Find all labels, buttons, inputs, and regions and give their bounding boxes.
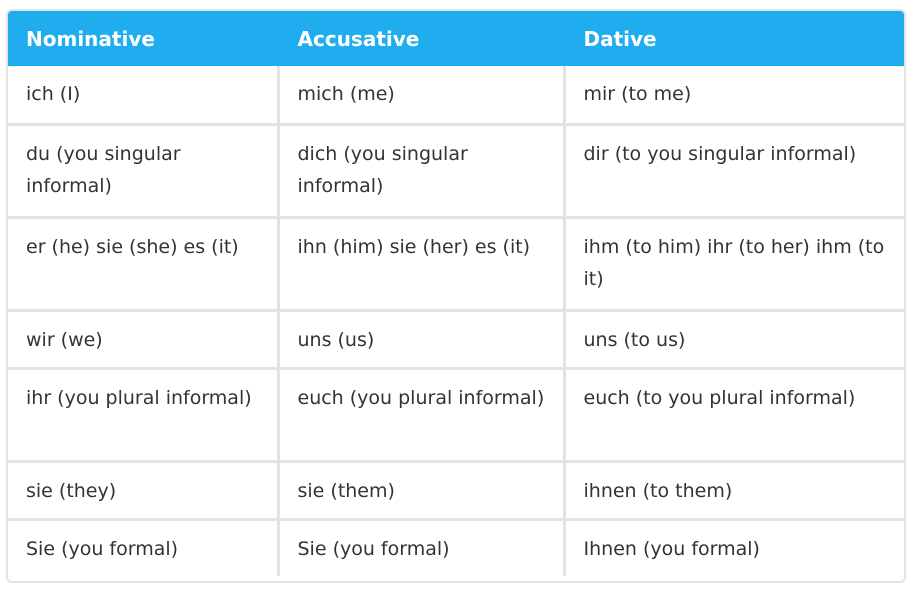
table-row: Sie (you formal) Sie (you formal) Ihnen … — [8, 517, 904, 576]
table-cell: ihn (him) sie (her) es (it) — [276, 215, 564, 310]
table-cell: uns (to us) — [562, 308, 904, 368]
table-cell: ich (I) — [26, 83, 81, 105]
table-row: ich (I) mich (me) mir (to me) — [8, 66, 904, 124]
table-row: du (you singular informal) dich (you sin… — [8, 122, 904, 217]
table-cell: sie (they) — [8, 459, 278, 519]
header-row: Nominative Accusative Dative — [8, 11, 904, 66]
header-nominative: Nominative — [26, 26, 155, 51]
header-dative: Dative — [583, 26, 657, 51]
table-cell: ihnen (to them) — [562, 459, 904, 519]
table-row: wir (we) uns (us) uns (to us) — [8, 308, 904, 368]
table: Nominative Accusative Dative ich (I) mic… — [8, 11, 904, 576]
table-cell: dich (you singular informal) — [276, 122, 564, 217]
table-cell: sie (them) — [276, 459, 564, 519]
table-cell: euch (to you plural informal) — [562, 366, 904, 461]
header-accusative: Accusative — [297, 26, 420, 51]
pronoun-case-table: Nominative Accusative Dative ich (I) mic… — [6, 9, 906, 583]
table-cell: euch (you plural informal) — [276, 366, 564, 461]
table-cell: mir (to me) — [562, 66, 904, 124]
table-cell: Sie (you formal) — [8, 517, 278, 576]
table-cell: er (he) sie (she) es (it) — [8, 215, 278, 310]
table-row: ihr (you plural informal) euch (you plur… — [8, 366, 904, 461]
table-cell: mich (me) — [276, 66, 564, 124]
table-cell: Sie (you formal) — [276, 517, 564, 576]
table-cell: ihr (you plural informal) — [8, 366, 278, 461]
table-cell: uns (us) — [276, 308, 564, 368]
table-cell: du (you singular informal) — [8, 122, 278, 217]
table-cell: dir (to you singular informal) — [562, 122, 904, 217]
table-row: er (he) sie (she) es (it) ihn (him) sie … — [8, 215, 904, 310]
table-cell: ihm (to him) ihr (to her) ihm (to it) — [562, 215, 904, 310]
table-cell: wir (we) — [8, 308, 278, 368]
table-row: sie (they) sie (them) ihnen (to them) — [8, 459, 904, 519]
table-cell: Ihnen (you formal) — [562, 517, 904, 576]
